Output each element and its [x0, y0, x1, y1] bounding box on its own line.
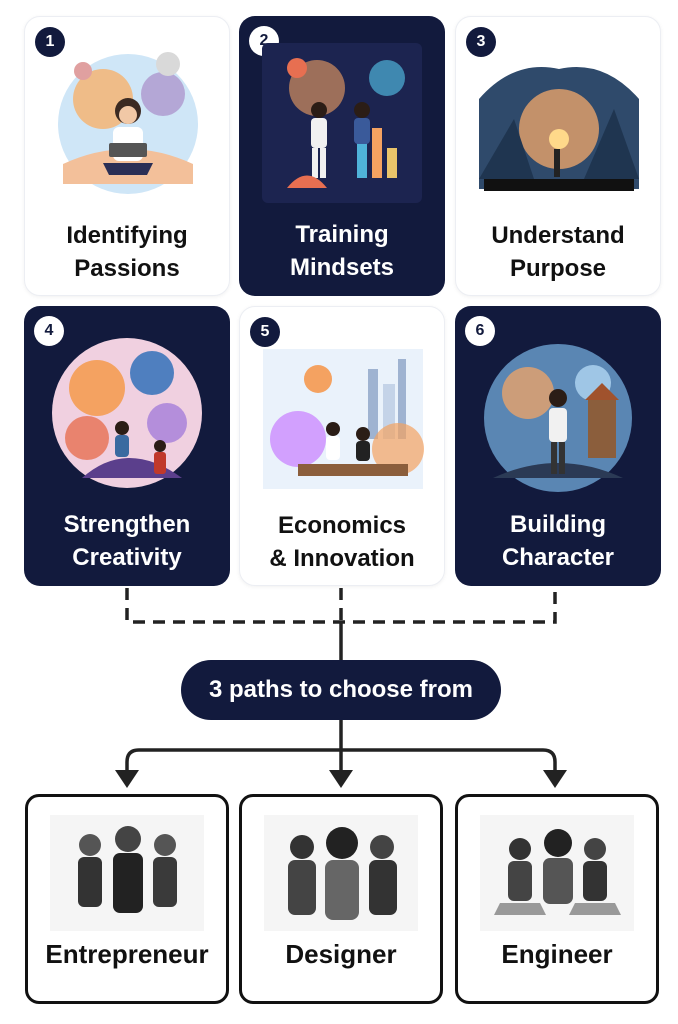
step-card-2: 2 Training Mindsets	[239, 16, 445, 296]
career-card-designer: Designer	[239, 794, 443, 1004]
step-card-6: 6 Building Character	[455, 306, 661, 586]
paths-pill: 3 paths to choose from	[181, 660, 501, 720]
step-title: Building Character	[501, 511, 615, 571]
step-number-badge: 3	[466, 27, 496, 57]
creativity-illustration	[52, 338, 202, 488]
step-title: Identifying Passions	[66, 222, 188, 282]
step-card-4: 4 Strengthen Creativity	[24, 306, 230, 586]
character-illustration	[484, 344, 632, 492]
step-number-badge: 1	[35, 27, 65, 57]
arrow-down-icon	[329, 770, 353, 788]
mindsets-illustration	[262, 43, 422, 203]
step-title: Understand Purpose	[491, 222, 625, 282]
step-number-badge: 4	[34, 316, 64, 346]
step-card-5: 5 Economics & Innovation	[239, 306, 445, 586]
step-title: Strengthen Creativity	[63, 511, 191, 571]
career-label: Entrepreneur	[45, 939, 209, 969]
career-card-engineer: Engineer	[455, 794, 659, 1004]
engineer-photo	[480, 815, 634, 931]
step-number-badge: 5	[250, 317, 280, 347]
step-number-badge: 6	[465, 316, 495, 346]
arrow-down-icon	[543, 770, 567, 788]
arrow-down-icon	[115, 770, 139, 788]
passions-illustration	[58, 52, 198, 194]
career-label: Engineer	[501, 939, 613, 969]
designer-photo	[264, 815, 418, 931]
career-card-entrepreneur: Entrepreneur	[25, 794, 229, 1004]
purpose-illustration	[479, 67, 639, 191]
step-card-1: 1 Identifying Passions	[24, 16, 230, 296]
economics-illustration	[263, 349, 424, 489]
step-title: Economics & Innovation	[269, 512, 415, 572]
career-label: Designer	[285, 939, 397, 969]
step-title: Training Mindsets	[289, 221, 394, 281]
entrepreneur-photo	[50, 815, 204, 931]
step-card-3: 3 Understand Purpose	[455, 16, 661, 296]
